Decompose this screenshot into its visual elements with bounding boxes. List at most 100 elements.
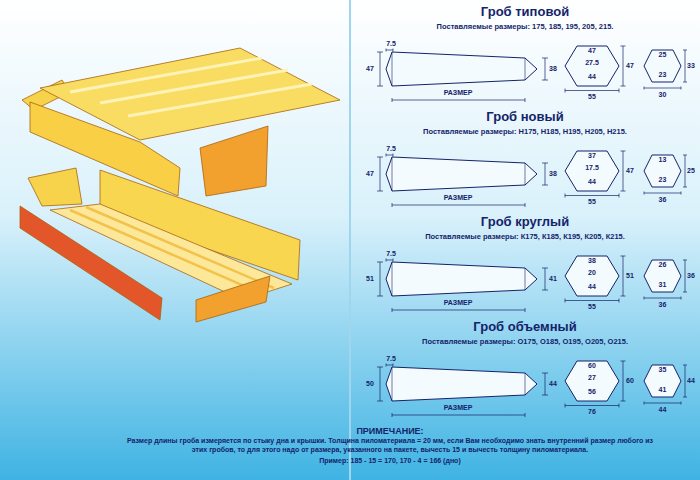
dimension-value: 38 <box>588 257 596 265</box>
dimension-value: 60 <box>626 377 634 385</box>
dimension-value-holder: 55 <box>588 93 596 101</box>
dimension-value-holder: 60 <box>626 377 634 385</box>
dimension-value: 56 <box>588 388 596 396</box>
dimension-value-holder: 51 <box>626 272 634 280</box>
dimension-value-holder: 7.5 <box>386 145 396 153</box>
dimension-value-holder: 41 <box>549 275 557 283</box>
dimension-value-holder: 37 <box>588 152 596 160</box>
dimension-value: 50 <box>366 380 374 388</box>
dimension-value-holder: 35 <box>659 366 667 374</box>
dimension-value: 44 <box>588 283 596 291</box>
dimension-value: 51 <box>626 272 634 280</box>
note-text-holder: Размер длины гроба измеряется по стыку д… <box>120 437 660 455</box>
dimension-value: 20 <box>588 269 596 277</box>
dimension-value: 30 <box>659 91 667 99</box>
dimension-value-holder: 47 <box>588 47 596 55</box>
dimension-value: 31 <box>659 281 667 289</box>
dimension-value-holder: 25 <box>687 167 695 175</box>
dimension-value: 7.5 <box>386 40 396 48</box>
dimension-value: 47 <box>366 65 374 73</box>
dimension-caption: РАЗМЕР <box>444 194 473 202</box>
size-list-holder: Поставляемые размеры: Н175, Н185, Н195, … <box>423 128 627 137</box>
dimension-value: 7.5 <box>386 355 396 363</box>
drawing-set <box>377 46 687 102</box>
dimension-caption-holder: РАЗМЕР <box>444 89 473 97</box>
lid-slats <box>70 58 312 116</box>
dimension-value-holder: 27.5 <box>585 59 599 67</box>
dimension-value: 23 <box>659 71 667 79</box>
dimension-value-holder: 30 <box>659 91 667 99</box>
drawing-set <box>377 256 687 312</box>
dimension-value: 41 <box>549 275 557 283</box>
dimension-value-holder: 26 <box>659 261 667 269</box>
note-text: Размер длины гроба измеряется по стыку д… <box>120 437 660 455</box>
dimension-value-holder: 47 <box>366 65 374 73</box>
dimension-caption: РАЗМЕР <box>444 404 473 412</box>
dimension-value: 55 <box>588 198 596 206</box>
dimension-value-holder: 7.5 <box>386 40 396 48</box>
box-front-side <box>20 206 162 320</box>
dimension-value-holder: 7.5 <box>386 355 396 363</box>
dimension-value-holder: 44 <box>549 380 557 388</box>
dimension-value-holder: 27 <box>588 374 596 382</box>
dimension-value: 76 <box>588 408 596 416</box>
dimension-value: 27.5 <box>585 59 599 67</box>
dimension-value-holder: 20 <box>588 269 596 277</box>
dimension-value: 37 <box>588 152 596 160</box>
dimension-value: 36 <box>659 196 667 204</box>
dimension-value-holder: 60 <box>588 362 596 370</box>
dimension-value: 44 <box>549 380 557 388</box>
dimension-value: 51 <box>366 275 374 283</box>
dimension-value: 47 <box>588 47 596 55</box>
section-heading-holder: Гроб круглый <box>481 215 569 230</box>
dimension-value-holder: 47 <box>626 62 634 70</box>
dimension-value-holder: 36 <box>659 196 667 204</box>
dimension-value: 44 <box>588 73 596 81</box>
size-list: Поставляемые размеры: О175, О185, О195, … <box>422 338 628 347</box>
dimension-value: 26 <box>659 261 667 269</box>
section-heading-holder: Гроб объемный <box>473 320 576 335</box>
dimension-value-holder: 36 <box>687 272 695 280</box>
dimension-value: 44 <box>588 178 596 186</box>
lid-end-panel <box>200 126 268 196</box>
dimension-value-holder: 41 <box>659 386 667 394</box>
dimension-value-holder: 44 <box>588 73 596 81</box>
dimension-value-holder: 55 <box>588 198 596 206</box>
dimension-value: 25 <box>687 167 695 175</box>
dimension-value: 55 <box>588 93 596 101</box>
section-heading: Гроб круглый <box>481 215 569 230</box>
coffin-illustration <box>20 48 340 322</box>
page-gutter <box>349 0 351 480</box>
dimension-value-holder: 50 <box>366 380 374 388</box>
dimension-value-holder: 36 <box>659 301 667 309</box>
section-heading-holder: Гроб типовой <box>481 5 569 20</box>
section-heading: Гроб типовой <box>481 5 569 20</box>
dimension-value: 47 <box>366 170 374 178</box>
dimension-value-holder: 13 <box>659 156 667 164</box>
size-list-holder: Поставляемые размеры: О175, О185, О195, … <box>422 338 628 347</box>
section-heading: Гроб объемный <box>473 320 576 335</box>
dimension-value-holder: 33 <box>687 62 695 70</box>
dimension-value: 44 <box>687 377 695 385</box>
dimension-caption-holder: РАЗМЕР <box>444 299 473 307</box>
drawing-set <box>377 151 687 207</box>
dimension-value-holder: 7.5 <box>386 250 396 258</box>
dimension-value-holder: 17.5 <box>585 164 599 172</box>
box-end-panel <box>196 276 270 322</box>
box-end <box>28 168 82 206</box>
drawing-set <box>377 361 687 417</box>
dimension-value: 33 <box>687 62 695 70</box>
size-list: Поставляемые размеры: Н175, Н185, Н195, … <box>423 128 627 137</box>
dimension-value: 25 <box>659 51 667 59</box>
section-heading: Гроб новый <box>486 110 563 125</box>
dimension-caption-holder: РАЗМЕР <box>444 404 473 412</box>
dimension-value-holder: 47 <box>366 170 374 178</box>
size-list-holder: Поставляемые размеры: 175, 185, 195, 205… <box>437 23 614 32</box>
dimension-value: 41 <box>659 386 667 394</box>
dimension-value-holder: 38 <box>588 257 596 265</box>
dimension-value: 7.5 <box>386 145 396 153</box>
dimension-value: 38 <box>549 65 557 73</box>
dimension-value: 23 <box>659 176 667 184</box>
dimension-caption-holder: РАЗМЕР <box>444 194 473 202</box>
